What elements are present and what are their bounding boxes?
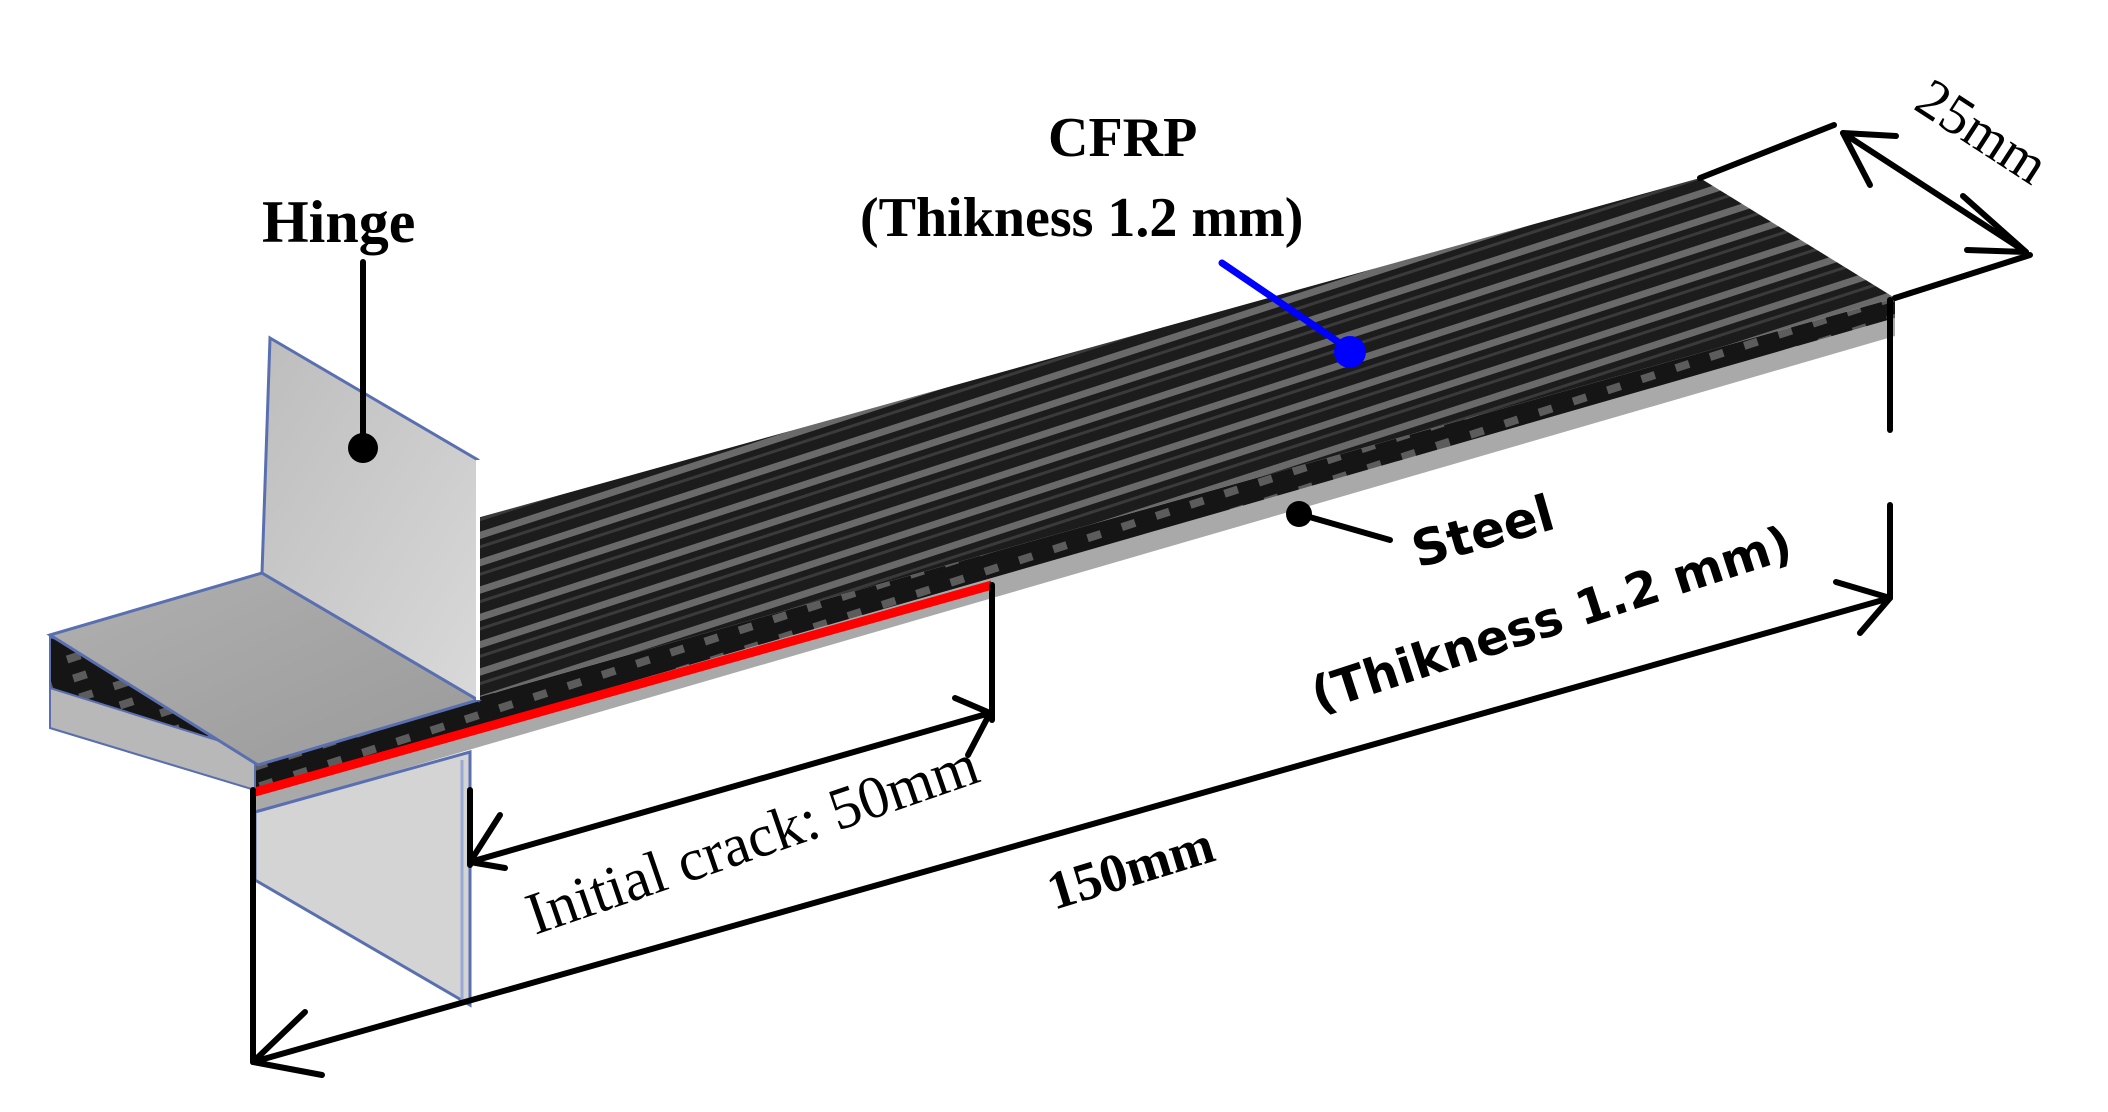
cfrp-callout: CFRP (Thikness 1.2 mm) [860,107,1366,368]
steel-callout: Steel (Thikness 1.2 mm) [1286,484,1799,723]
hinge-callout: Hinge [262,189,415,463]
hinge-callout-dot [348,433,378,463]
cfrp-layer [255,178,1895,760]
initial-crack-line [253,580,994,797]
hinge-label: Hinge [262,189,415,255]
width-dim-label: 25mm [1905,67,2059,197]
cfrp-callout-dot [1334,336,1366,368]
crack-dim-label: Initial crack: 50mm [518,731,987,947]
extension-lines [250,297,1893,1065]
beam [253,178,1895,812]
crack-dimension: Initial crack: 50mm [467,695,993,947]
upper-hinge [46,335,482,792]
steel-title: Steel [1405,484,1560,580]
cfrp-title: CFRP [1048,107,1197,169]
steel-layer [255,318,1895,812]
cfrp-thickness: (Thikness 1.2 mm) [860,187,1303,249]
cfrp-edge [255,298,1895,790]
